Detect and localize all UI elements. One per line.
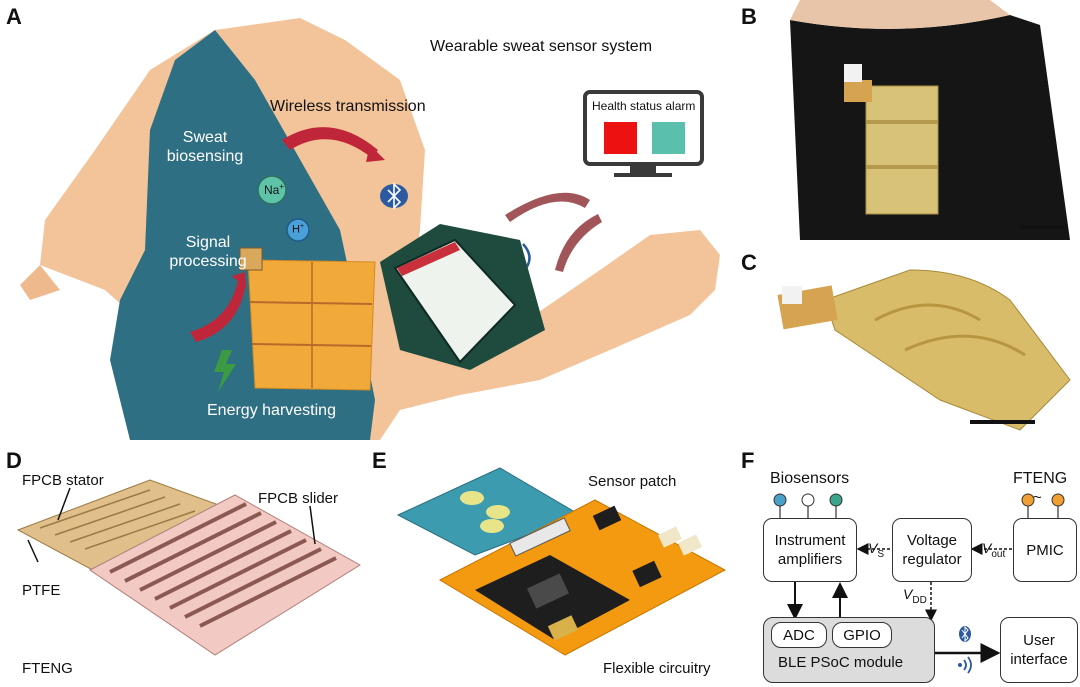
circuit-chip [844,80,872,102]
vdd-label: VDD [903,586,927,606]
fteng-electrodes [1021,493,1065,518]
sensor-patch-label: Sensor patch [588,473,677,490]
component [632,560,662,588]
sensor-patch [782,286,802,304]
skin [790,0,1010,29]
fteng-device [865,85,939,215]
alarm-arrow-lower [555,214,602,272]
panel-letter-d: D [6,448,22,473]
panel-e-illustration [396,467,727,656]
panel-letter-a: A [6,4,22,29]
panel-a-title: Wearable sweat sensor system [430,38,653,55]
energy-harvesting-label: Energy harvesting [207,402,336,419]
vs-label: VS [868,540,885,560]
alarm-red-square [604,122,637,154]
circuit-chip [239,247,263,271]
ptfe-pointer [27,539,39,563]
connector [509,517,571,557]
pmic-box: PMIC [1013,518,1077,582]
health-alarm-label: Health status alarm [592,99,696,113]
stator-pointer [57,487,71,521]
sensor-electrode [480,519,504,533]
panel-d-illustration [16,479,361,656]
h-ion-icon [286,218,310,242]
wireless-arrow [282,127,378,158]
main-chip [527,573,569,609]
fteng-label: FTENG [1013,470,1068,487]
biosensor-electrodes [773,493,843,518]
slider-pointer [309,505,316,545]
bluetooth-icon [959,625,971,643]
scale-bar [970,420,1035,424]
panel-letter-b: B [741,4,757,29]
panel-b-photo [780,0,1080,240]
fpcb-slider-label: FPCB slider [258,490,339,507]
component [547,615,579,641]
vout-label: Vout [982,540,1006,560]
ble-psoc-label: BLE PSoC module [778,654,904,671]
sensor-patch [844,64,862,82]
fteng-tilde: ~ [1033,489,1042,506]
panel-f-diagram [773,493,1065,674]
wireless-transmission-label: Wireless transmission [270,98,426,115]
ptfe-label: PTFE [22,582,61,599]
alarm-teal-square [652,122,685,154]
na-ion-label: Na+ [264,182,285,197]
component [677,534,703,556]
component [657,526,683,548]
panel-letter-c: C [741,250,757,275]
alarm-arrow-upper [505,192,590,222]
biosensors-label: Biosensors [770,470,850,487]
sensor-electrode [460,491,484,505]
scale-bar [1020,225,1066,229]
gpio-box: GPIO [832,622,892,648]
phone-screen [393,238,517,364]
fteng-label: FTENG [22,660,73,677]
panel-letter-f: F [741,448,755,473]
sensor-electrode [486,505,510,519]
panel-letter-e: E [372,448,387,473]
h-ion-label: H+ [292,223,305,236]
adc-box: ADC [771,622,827,648]
fpcb-stator-label: FPCB stator [22,472,104,489]
flexible-circuitry-label: Flexible circuitry [603,660,711,677]
signal-arrow [190,280,246,342]
lightning-icon [214,350,236,392]
slider-plate [89,494,361,656]
fteng-strip [824,269,1071,431]
na-ion-icon [257,175,287,205]
wireless-signal-icon [958,656,972,674]
hand-skin [20,265,60,300]
component [592,505,622,531]
panel-c-photo [777,269,1071,431]
panel-a-illustration [20,18,720,440]
